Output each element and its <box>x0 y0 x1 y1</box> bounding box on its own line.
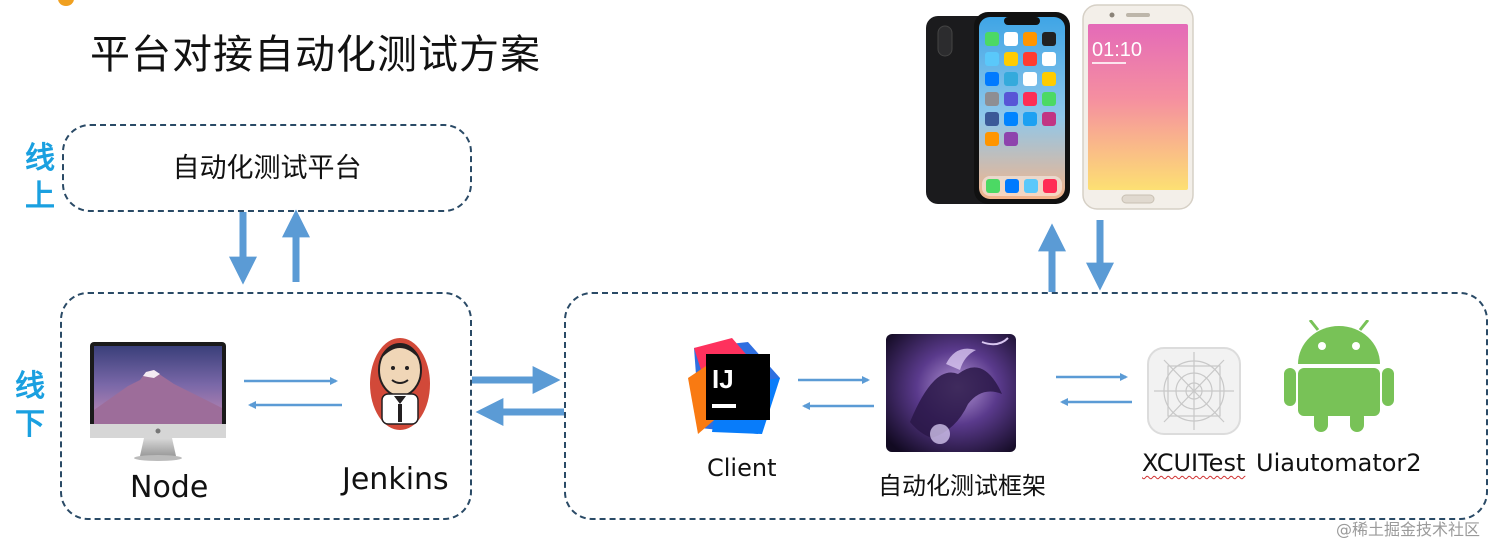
offline-label: 线下 <box>15 369 45 442</box>
android-icon <box>1284 320 1394 432</box>
svg-text:IJ: IJ <box>712 364 734 394</box>
framework-box <box>564 292 1488 520</box>
jenkins-label: Jenkins <box>342 462 449 497</box>
android-clock: 01:10 <box>1092 39 1142 61</box>
decorative-dot <box>58 0 74 6</box>
xcuitest-icon <box>1147 347 1241 435</box>
online-platform-label: 自动化测试平台 <box>172 153 362 184</box>
node-label: Node <box>130 470 209 505</box>
intellij-icon: IJ <box>688 338 780 434</box>
watermark: @稀土掘金技术社区 <box>1336 520 1481 539</box>
framework-label: 自动化测试框架 <box>878 472 1046 500</box>
online-platform-box <box>62 124 472 212</box>
xcuitest-label: XCUITest <box>1142 449 1246 477</box>
online-label: 线上 <box>25 141 55 214</box>
uiautomator-label: Uiautomator2 <box>1256 449 1422 477</box>
client-label: Client <box>707 454 777 482</box>
offline-node-box <box>60 292 472 520</box>
jenkins-icon <box>370 338 430 430</box>
iphone-device-image <box>926 12 1070 204</box>
page-title: 平台对接自动化测试方案 <box>90 32 541 78</box>
framework-image <box>886 334 1016 452</box>
android-device-image: 01:10 <box>1082 4 1194 210</box>
imac-icon <box>90 342 226 461</box>
